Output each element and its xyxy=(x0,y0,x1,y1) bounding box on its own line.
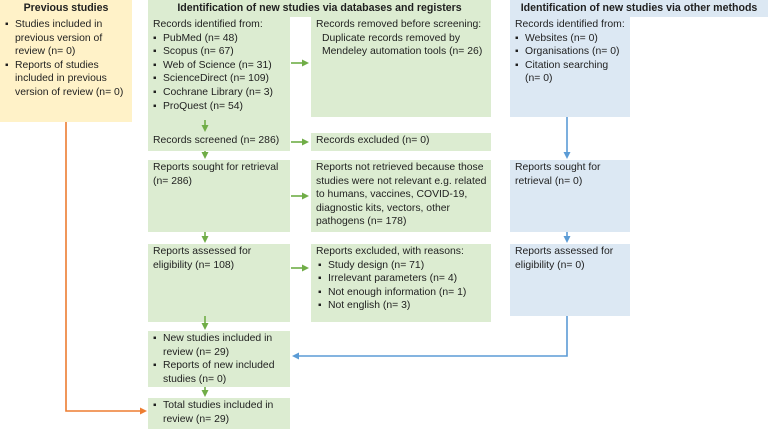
box-title: Reports excluded, with reasons: xyxy=(316,246,464,257)
list-item: PubMed (n= 48) xyxy=(153,32,286,46)
list-item: Study design (n= 71) xyxy=(316,259,487,273)
box-text: Records excluded (n= 0) xyxy=(316,135,430,146)
list-item: Irrelevant parameters (n= 4) xyxy=(316,272,487,286)
new-studies-included-box: New studies included in review (n= 29) R… xyxy=(148,331,290,387)
previous-studies-box: Studies included in previous version of … xyxy=(0,17,132,122)
list-item: Reports of studies included in previous … xyxy=(5,59,128,100)
records-identified-box: Records identified from: PubMed (n= 48) … xyxy=(148,17,290,147)
box-text: Records screened (n= 286) xyxy=(153,135,280,146)
list-item: Cochrane Library (n= 3) xyxy=(153,86,286,100)
records-excluded-box: Records excluded (n= 0) xyxy=(311,133,491,151)
reports-excluded-box: Reports excluded, with reasons: Study de… xyxy=(311,244,491,322)
records-removed-box: Records removed before screening: Duplic… xyxy=(311,17,491,117)
other-reports-assessed-box: Reports assessed for eligibility (n= 0) xyxy=(510,244,630,316)
list-item: ScienceDirect (n= 109) xyxy=(153,72,286,86)
list-item: Total studies included in review (n= 29) xyxy=(153,399,286,426)
reports-not-retrieved-box: Reports not retrieved because those stud… xyxy=(311,160,491,232)
box-title: Records identified from: xyxy=(515,19,625,30)
box-title: Records identified from: xyxy=(153,19,263,30)
box-text: Reports sought for retrieval (n= 286) xyxy=(153,162,279,187)
list-item: Organisations (n= 0) xyxy=(515,45,626,59)
arrow-previous-to-total xyxy=(65,122,147,415)
list-item: New studies included in review (n= 29) xyxy=(153,332,286,359)
list-item: Websites (n= 0) xyxy=(515,32,626,46)
list-item: Studies included in previous version of … xyxy=(5,18,128,59)
list-item: Reports of new included studies (n= 0) xyxy=(153,359,286,386)
list-item: Web of Science (n= 31) xyxy=(153,59,286,73)
list-item: Citation searching (n= 0) xyxy=(515,59,626,86)
box-title: Records removed before screening: xyxy=(316,19,482,30)
box-text: Reports assessed for eligibility (n= 108… xyxy=(153,246,252,271)
list-item: Not enough information (n= 1) xyxy=(316,286,487,300)
header-databases-registers: Identification of new studies via databa… xyxy=(148,0,491,17)
list-item: Not english (n= 3) xyxy=(316,299,487,313)
box-detail: Duplicate records removed by Mendeley au… xyxy=(322,32,483,58)
reports-sought-box: Reports sought for retrieval (n= 286) xyxy=(148,160,290,232)
total-studies-box: Total studies included in review (n= 29) xyxy=(148,398,290,429)
box-text: Reports sought for retrieval (n= 0) xyxy=(515,162,601,187)
other-records-identified-box: Records identified from: Websites (n= 0)… xyxy=(510,17,630,117)
box-text: Reports not retrieved because those stud… xyxy=(316,162,487,228)
other-reports-sought-box: Reports sought for retrieval (n= 0) xyxy=(510,160,630,232)
list-item: Scopus (n= 67) xyxy=(153,45,286,59)
list-item: ProQuest (n= 54) xyxy=(153,100,286,114)
header-previous-studies: Previous studies xyxy=(0,0,132,17)
arrow-other-assessed-to-included xyxy=(292,316,568,360)
records-screened-box: Records screened (n= 286) xyxy=(148,133,290,151)
header-other-methods: Identification of new studies via other … xyxy=(510,0,768,17)
box-text: Reports assessed for eligibility (n= 0) xyxy=(515,246,614,271)
reports-assessed-box: Reports assessed for eligibility (n= 108… xyxy=(148,244,290,322)
